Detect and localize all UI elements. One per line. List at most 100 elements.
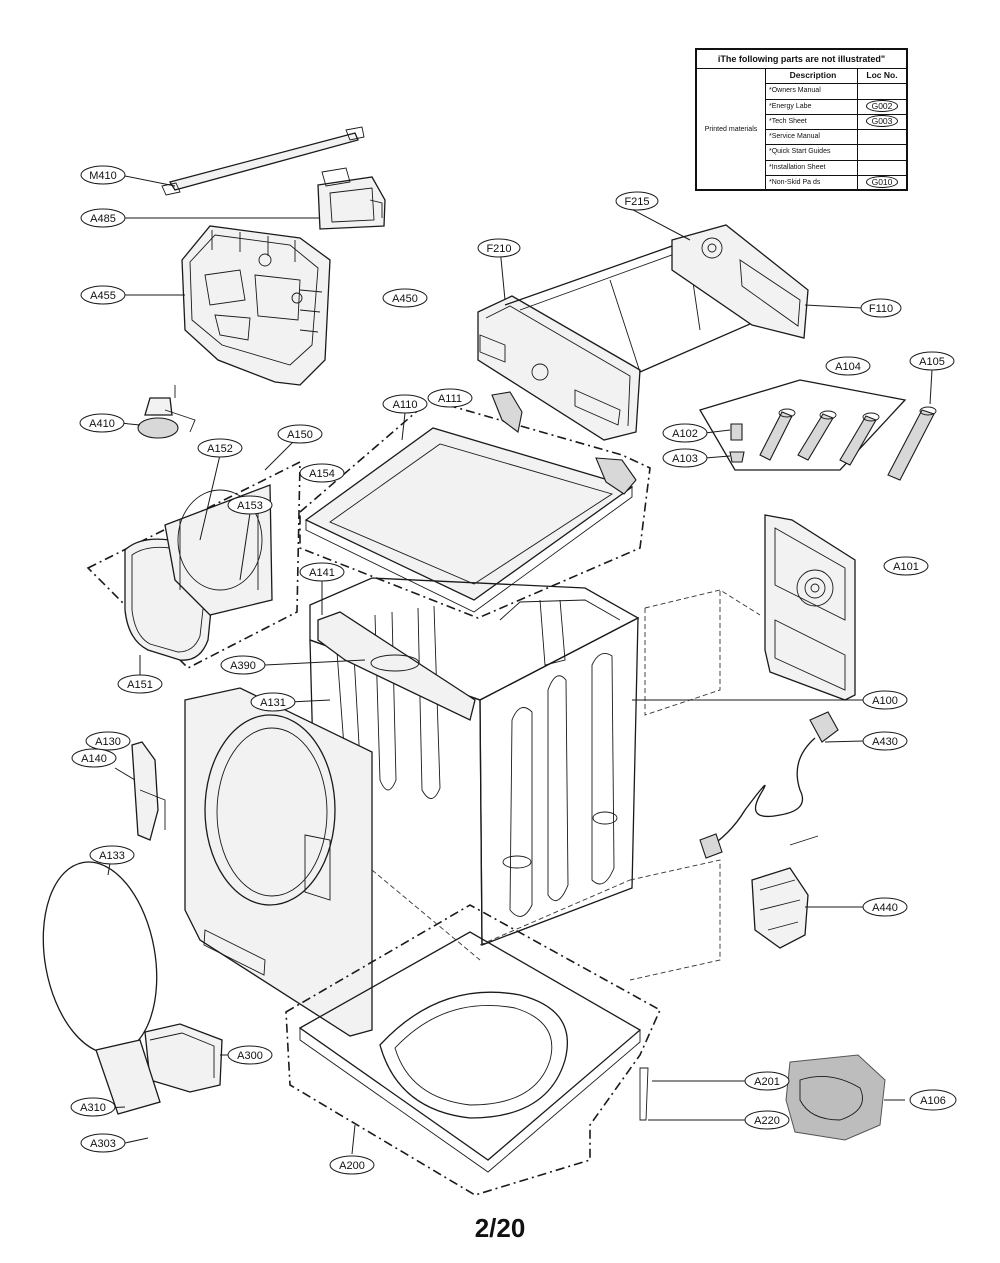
svg-text:A150: A150 [287,429,313,441]
callout-A133: A133 [89,845,135,865]
row-description: *Tech Sheet [766,114,858,129]
svg-text:A105: A105 [919,356,945,368]
svg-text:A300: A300 [237,1050,263,1062]
svg-text:A310: A310 [80,1102,106,1114]
row-loc: G003 [858,114,906,129]
callout-A150: A150 [277,424,323,444]
table-title: iThe following parts are not illustrated… [697,50,906,69]
part-f110-dispenser [671,224,809,339]
svg-text:A303: A303 [90,1138,116,1150]
row-loc: G010 [858,175,906,190]
part-f210-drawer-panel [477,295,641,441]
callout-A390: A390 [220,655,266,675]
svg-text:A100: A100 [872,695,898,707]
svg-text:A200: A200 [339,1160,365,1172]
svg-text:A430: A430 [872,736,898,748]
callout-A106: A106 [909,1089,957,1111]
table-row: *Quick Start Guides [766,145,906,161]
callout-A101: A101 [883,556,929,576]
row-description: *Installation Sheet [766,160,858,175]
header-loc-no: Loc No. [866,70,898,80]
callout-A430: A430 [862,731,908,751]
callout-A110: A110 [382,394,428,414]
callout-A220: A220 [744,1110,790,1130]
svg-text:A152: A152 [207,443,233,455]
callout-A100: A100 [862,690,908,710]
svg-text:A153: A153 [237,500,263,512]
svg-text:A220: A220 [754,1115,780,1127]
table-category: Printed materials [697,69,766,190]
part-a310-lid [95,1039,161,1115]
part-a150-door-panel [86,460,301,669]
table-header-row: Description Loc No. [766,69,906,85]
svg-text:A106: A106 [920,1095,946,1107]
loc-oval: G010 [865,175,899,188]
callout-A410: A410 [79,413,125,433]
part-a131-front-frame [184,687,373,1037]
part-a106-foam-pad [639,1054,886,1141]
svg-text:A455: A455 [90,290,116,302]
svg-text:A141: A141 [309,567,335,579]
callout-A140: A140 [71,748,117,768]
part-a104-legs-tray [699,379,937,481]
part-a410-pump [137,385,196,439]
svg-text:A201: A201 [754,1076,780,1088]
table-row: *Owners Manual [766,84,906,100]
svg-text:A154: A154 [309,468,335,480]
part-a455-pcb-assembly [181,225,331,386]
callout-A455: A455 [80,285,126,305]
part-a111-hinges [491,391,637,495]
svg-text:A410: A410 [89,418,115,430]
part-a110-top-cover [299,399,651,619]
svg-text:F110: F110 [869,303,893,315]
callout-A440: A440 [862,897,908,917]
callout-A303: A303 [80,1133,126,1153]
loc-oval: G002 [865,99,899,112]
svg-text:F210: F210 [486,243,511,255]
part-a440-valve [629,835,819,981]
row-description: *Energy Labe [766,99,858,114]
table-row: *Service Manual [766,130,906,146]
svg-text:A110: A110 [393,399,418,411]
svg-text:A101: A101 [893,561,919,573]
callout-F215: F215 [615,191,659,211]
svg-text:A131: A131 [260,697,286,709]
header-description: Description [766,69,858,84]
part-m410-rail [161,126,365,196]
table-row: *Installation Sheet [766,160,906,176]
svg-text:A450: A450 [392,293,418,305]
callout-A105: A105 [909,351,955,371]
row-description: *Non-Skid Pa ds [766,175,858,190]
svg-text:A111: A111 [438,393,462,405]
svg-text:A104: A104 [835,361,861,373]
row-loc [858,84,906,98]
callout-M410: M410 [80,165,126,185]
table-row: *Non-Skid Pa ds G010 [766,175,906,190]
callout-A200: A200 [329,1155,375,1175]
svg-text:A485: A485 [90,213,116,225]
svg-text:A103: A103 [672,453,698,465]
callout-A104: A104 [825,356,871,376]
callout-F110: F110 [860,298,902,318]
svg-text:A102: A102 [672,428,698,440]
part-a102-a103-caps [729,423,745,463]
callout-A154: A154 [299,463,345,483]
svg-text:A440: A440 [872,902,898,914]
callout-A201: A201 [744,1071,790,1091]
table-row: *Energy Labe G002 [766,99,906,115]
row-loc [858,145,906,159]
svg-text:A130: A130 [95,736,121,748]
callout-A152: A152 [197,438,243,458]
svg-text:A133: A133 [99,850,125,862]
callout-A131: A131 [250,692,296,712]
part-a485-module [317,167,386,230]
row-loc [858,130,906,144]
callout-A450: A450 [382,288,428,308]
svg-text:M410: M410 [89,170,117,182]
part-a130-a140-bracket [131,741,166,841]
table-row: *Tech Sheet G003 [766,114,906,130]
svg-text:F215: F215 [624,196,649,208]
callout-A102: A102 [662,423,708,443]
part-a101-rear-panel [644,514,856,716]
